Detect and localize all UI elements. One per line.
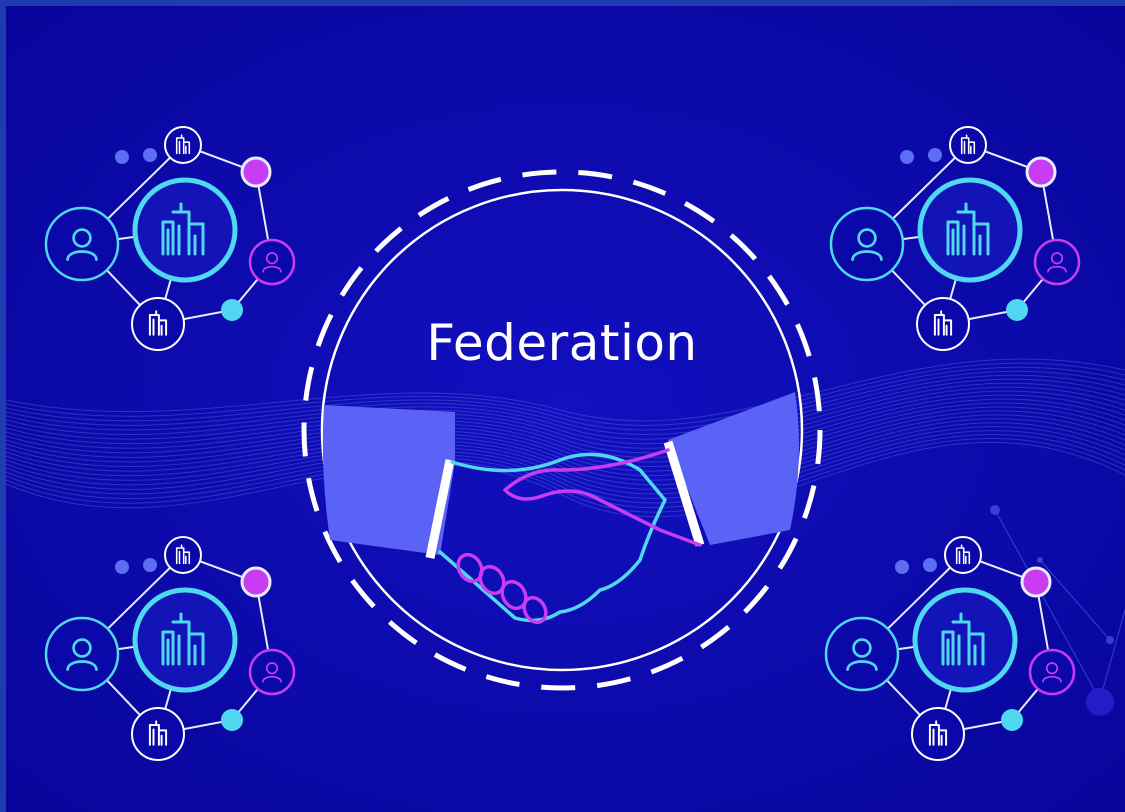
link-dot (928, 148, 942, 162)
wave-line (5, 390, 1125, 458)
wave-line (5, 370, 1125, 436)
person-node (1028, 648, 1076, 696)
wave-line (5, 422, 1125, 495)
cyan-dot (1001, 709, 1023, 731)
link-dot (143, 558, 157, 572)
hub-node (132, 587, 238, 693)
link-dot (115, 150, 129, 164)
person-node (829, 206, 905, 282)
wave-line (5, 426, 1125, 499)
wave-line (5, 394, 1125, 463)
hub-node (912, 587, 1018, 693)
cyan-dot (221, 299, 243, 321)
magenta-dot (1025, 156, 1057, 188)
wave-line (5, 441, 1125, 518)
right-sleeve (668, 392, 799, 545)
link-dot (895, 560, 909, 574)
wave-line (5, 430, 1125, 504)
wave-line (5, 414, 1125, 486)
wave-line (5, 382, 1125, 449)
federation-emblem: Federation (301, 169, 823, 691)
left-cuff (425, 459, 455, 559)
link-dot (900, 150, 914, 164)
hub-node (917, 177, 1023, 283)
hub-node (132, 177, 238, 283)
inner-ring (320, 188, 804, 672)
wave-lines (5, 358, 1125, 518)
network-dots (990, 505, 1125, 716)
cluster-bottom-left (44, 536, 296, 761)
right-cuff (663, 440, 705, 547)
person-node (1033, 238, 1081, 286)
wave-line (5, 358, 1125, 422)
right-hand (503, 448, 702, 547)
person-node (44, 616, 120, 692)
wave-line (5, 386, 1125, 454)
right-hand-fingers (456, 552, 548, 625)
dashed-ring (301, 169, 823, 691)
magenta-dot (240, 566, 272, 598)
person-node (248, 648, 296, 696)
wave-line (5, 410, 1125, 481)
cluster-top-right (829, 126, 1081, 351)
person-node (248, 238, 296, 286)
wave-line (5, 398, 1125, 467)
cyan-dot (221, 709, 243, 731)
wave-line (5, 434, 1125, 509)
wave-line (5, 366, 1125, 431)
handshake-icon (322, 392, 799, 625)
link-dot (115, 560, 129, 574)
title-text: Federation (426, 314, 697, 372)
cluster-bottom-right (824, 536, 1076, 761)
left-hand (438, 452, 667, 623)
wave-line (5, 402, 1125, 472)
link-dot (143, 148, 157, 162)
person-node (824, 616, 900, 692)
cluster-top-left (44, 126, 296, 351)
wave-line (5, 362, 1125, 427)
magenta-dot (240, 156, 272, 188)
link-dot (923, 558, 937, 572)
organization-clusters (44, 126, 1081, 761)
cyan-dot (1006, 299, 1028, 321)
person-node (44, 206, 120, 282)
left-sleeve (322, 405, 455, 555)
wave-line (5, 378, 1125, 445)
wave-line (5, 374, 1125, 440)
magenta-dot (1020, 566, 1052, 598)
